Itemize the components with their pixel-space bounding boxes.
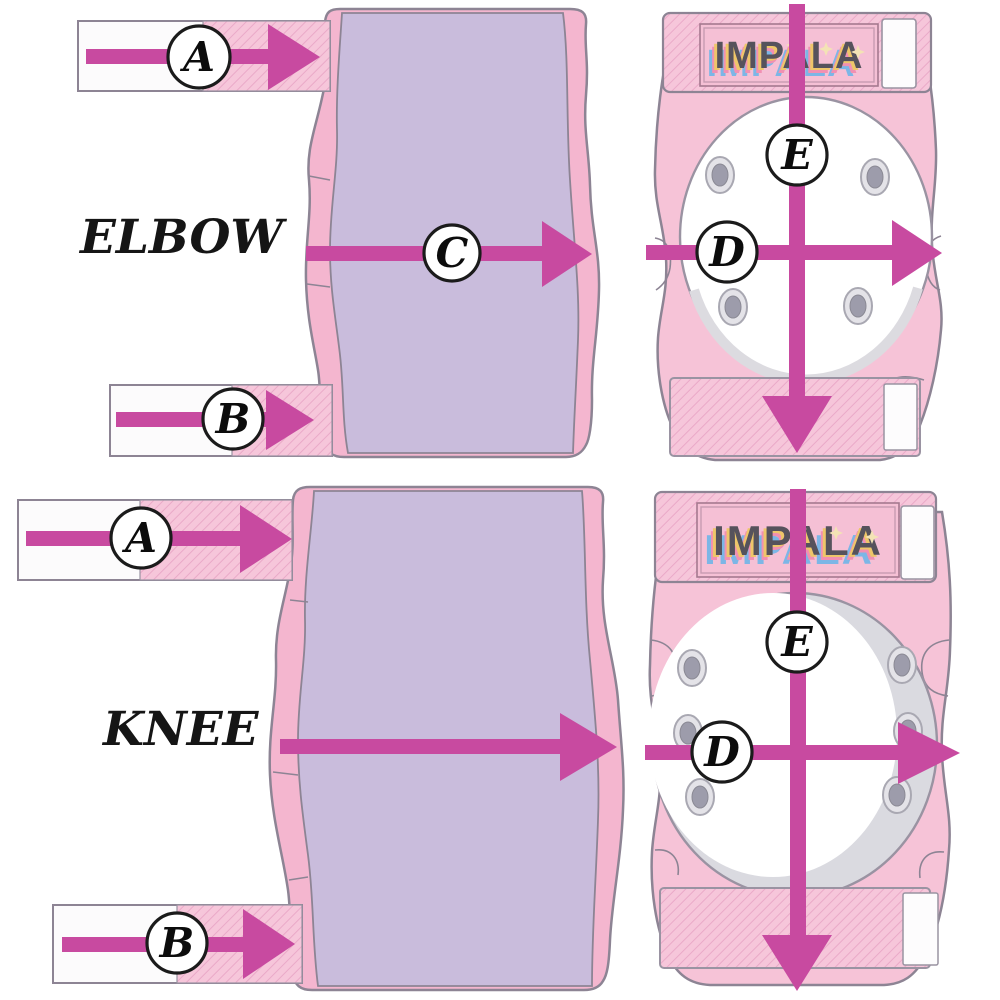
strap-white-patch: [900, 505, 935, 580]
strap-white-patch: [881, 18, 917, 89]
measure-arrow-c-head: [542, 221, 592, 287]
measure-arrow-b-head: [266, 390, 314, 450]
logo-star-icon: [851, 45, 865, 59]
measure-badge-a: A: [109, 506, 173, 570]
measure-arrow-b-head: [243, 909, 295, 979]
pad-seam: [918, 851, 945, 879]
rivet: [718, 288, 748, 326]
rivet: [860, 158, 890, 196]
measure-badge-b: B: [201, 387, 265, 451]
knee-side-view: [268, 485, 625, 992]
measure-arrow-d: [645, 745, 900, 760]
badge-circle: [765, 123, 829, 187]
measure-letter-a: A: [179, 33, 215, 81]
measure-arrow-d: [646, 245, 894, 260]
logo-star-icon: [819, 42, 833, 56]
rivet: [677, 649, 707, 687]
measure-letter-e: E: [780, 131, 813, 179]
knee-width-arrow-head: [560, 713, 617, 781]
trim-seam-tick: [288, 876, 309, 881]
pad-seam: [654, 849, 680, 876]
measure-badge-d: D: [690, 720, 754, 784]
impala-logo: IMPALA IMPALA IMPALA IMPALA: [707, 35, 865, 85]
measure-letter-d: D: [708, 228, 745, 276]
measure-arrow-d-head: [898, 722, 960, 784]
knee-front-view: IMPALA IMPALA IMPALA IMPALA: [645, 489, 960, 991]
rivet: [685, 778, 715, 816]
badge-circle: [690, 720, 754, 784]
measure-arrow-d-head: [892, 220, 942, 286]
trim-seam-tick: [308, 175, 331, 181]
impala-logo-text: IMPALA: [715, 35, 864, 77]
strap-white-patch: [883, 383, 918, 451]
impala-logo-shadow-gold: IMPALA: [712, 37, 861, 79]
measure-badge-c: C: [422, 223, 482, 283]
measure-letter-b: B: [215, 395, 251, 443]
measure-letter-a: A: [121, 514, 157, 562]
impala-logo-shadow-pink: IMPALA: [710, 40, 859, 82]
badge-circle: [109, 506, 173, 570]
knee-length-arrow-e: [762, 489, 832, 991]
trim-seam-tick: [306, 283, 331, 288]
badge-circle: [422, 223, 482, 283]
rivet: [887, 646, 917, 684]
badge-circle: [166, 24, 232, 90]
trim-seam-tick: [289, 599, 309, 603]
measure-arrow-e: [790, 489, 806, 937]
badge-circle: [695, 220, 759, 284]
logo-star-icon: [829, 526, 843, 540]
measure-arrow-e-head: [762, 396, 832, 453]
logo-star-icon: [865, 530, 879, 544]
measure-letter-d: D: [703, 728, 740, 776]
measure-badge-e: E: [765, 123, 829, 187]
pad-seam: [654, 237, 672, 291]
measure-letter-c: C: [436, 229, 469, 277]
badge-circle: [201, 387, 265, 451]
impala-logo-shadow-blue: IMPALA: [704, 526, 874, 573]
measure-arrow-a-head: [268, 24, 320, 90]
elbow-label: ELBOW: [78, 210, 287, 265]
elbow-length-arrow-e: [762, 4, 832, 453]
strap-white-patch: [902, 892, 939, 966]
knee-width-arrow: [280, 713, 617, 781]
measure-badge-d: D: [695, 220, 759, 284]
elbow-front-view: IMPALA IMPALA IMPALA IMPALA: [646, 4, 943, 462]
badge-circle: [145, 911, 209, 975]
knee-row: KNEE: [17, 485, 960, 992]
measure-badge-a: A: [166, 24, 232, 90]
knee-label: KNEE: [101, 702, 260, 757]
measure-badge-b: B: [145, 911, 209, 975]
measure-letter-b: B: [159, 919, 195, 967]
measure-badge-e: E: [765, 610, 829, 674]
trim-seam-tick: [272, 771, 299, 776]
rivet: [882, 776, 912, 814]
badge-circle: [765, 610, 829, 674]
rivet: [843, 287, 873, 325]
rivet: [705, 156, 735, 194]
measure-arrow-a-head: [240, 505, 292, 573]
measure-arrow-e: [789, 4, 805, 398]
pad-seam: [920, 639, 950, 697]
measure-letter-e: E: [780, 618, 813, 666]
elbow-row: ELBOW: [77, 4, 943, 462]
knee-width-arrow-shaft: [280, 739, 562, 754]
measure-arrow-e-head: [762, 935, 832, 991]
knee-side-pad-body: [297, 490, 600, 987]
